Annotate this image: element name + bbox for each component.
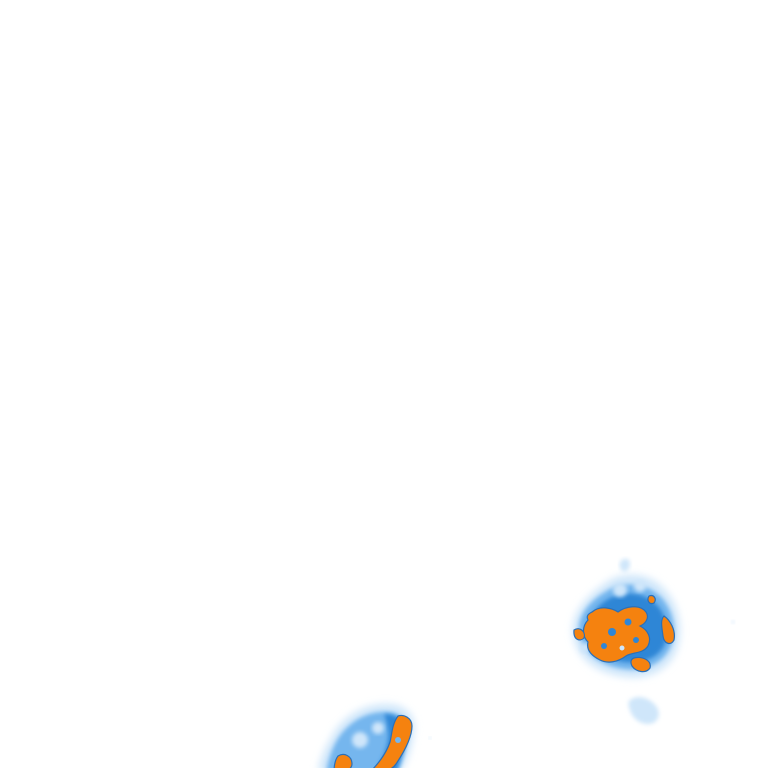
cell-east-core-gap [601,643,607,649]
cell-south-core-gap [395,737,401,743]
echo-speck [428,736,432,740]
storm-cell-south[interactable] [318,704,415,768]
echo-wisp-north [619,558,631,572]
cell-east-core-gap [633,637,639,643]
cell-south-heavy-core[interactable] [370,714,413,768]
storm-cell-east[interactable] [572,574,680,678]
echo-speck [731,620,735,624]
cell-east-core-gap [608,628,616,636]
cell-east-heavy-fragment [647,594,656,605]
cell-south-pocket [352,732,368,748]
echo-wisp-south [628,697,659,724]
cell-east-core-gap [619,645,625,651]
cell-east-heavy-fragment [661,615,675,645]
light-echo-trail [428,558,735,740]
cell-east-pocket [613,583,627,597]
cell-south-heavy-fragment [333,753,353,768]
cell-south-pocket [372,722,384,734]
cell-east-heavy-fragment [630,656,651,673]
cell-east-heavy-fragment [573,628,585,641]
cell-east-pocket [634,580,646,592]
cell-east-core-gap [624,618,632,626]
